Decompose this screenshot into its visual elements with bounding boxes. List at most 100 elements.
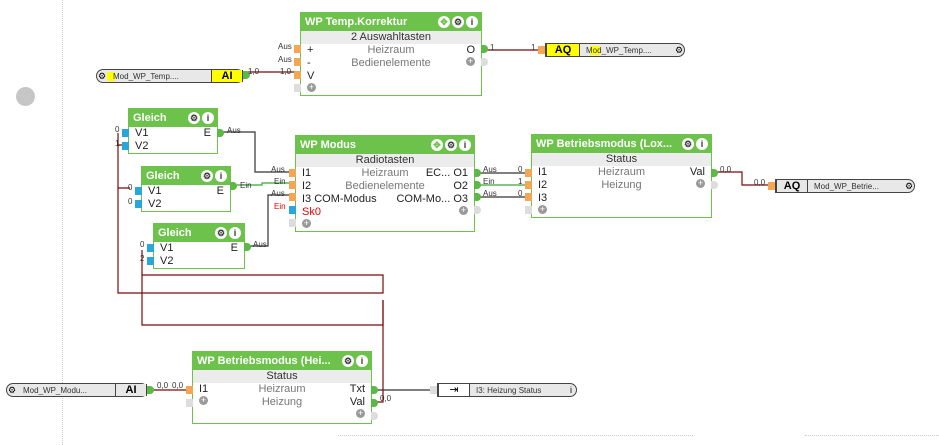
output-pin[interactable] [371,399,378,407]
gear-icon[interactable]: ⚙ [201,170,213,182]
output-pin[interactable] [147,386,154,394]
input-pin[interactable] [289,206,296,214]
output-pin[interactable] [481,45,488,53]
gear-icon[interactable]: ⚙ [445,139,457,151]
analog-output-betrie[interactable]: AQ Mod_WP_Betrie... ⚙ [775,179,915,193]
output-pin[interactable] [474,181,481,189]
input-pin[interactable] [135,187,142,195]
gear-icon[interactable]: ⚙ [682,138,694,150]
info-icon[interactable]: i [466,16,478,28]
input-pin[interactable] [289,169,296,177]
output-pin[interactable] [711,169,718,177]
input-label: Sk0 [302,206,321,218]
add-input-icon[interactable]: + [307,82,316,92]
input-pin[interactable] [525,193,532,201]
input-label: I2 [538,179,548,191]
input-pin[interactable] [186,399,193,407]
gear-icon[interactable]: ⚙ [188,112,200,124]
input-pin[interactable] [122,142,129,150]
input-label: V [307,70,315,82]
input-pin[interactable] [294,58,301,66]
gear-icon[interactable]: ⚙ [342,355,354,367]
block-type: Status [532,153,711,166]
signal-label: 0,0 [380,394,392,403]
input-pin[interactable] [430,386,437,394]
signal-label: Ein [483,177,495,186]
output-pin[interactable] [230,182,237,190]
input-pin[interactable] [538,46,545,54]
scroll-handle[interactable] [16,87,35,106]
output-pin[interactable] [474,206,481,214]
input-label: V2 [160,255,174,267]
input-pin[interactable] [135,200,142,208]
signal-label: 1 [518,177,523,186]
input-pin[interactable] [289,181,296,189]
input-pin[interactable] [147,257,154,265]
output-pin[interactable] [371,412,378,420]
add-input-icon[interactable]: + [302,218,311,228]
gear-icon[interactable]: ⚙ [7,384,17,395]
input-pin[interactable] [768,182,775,190]
input-pin[interactable] [525,206,532,214]
signal-label: Aus [278,55,292,64]
io-name: Mod_WP_Temp.... [580,45,674,55]
add-output-icon[interactable]: + [696,178,705,188]
info-icon[interactable]: i [570,385,572,395]
block-temp-korrektur[interactable]: WP Temp.Korrektur ✥⚙i 2 Auswahltasten +H… [300,12,482,96]
add-output-icon[interactable]: + [356,408,365,418]
output-pin[interactable] [474,193,481,201]
input-pin[interactable] [294,71,301,79]
input-pin[interactable] [289,193,296,201]
input-pin[interactable] [294,45,301,53]
output-pin[interactable] [217,129,224,137]
output-pin[interactable] [474,169,481,177]
status-output[interactable]: ⇥ I3: Heizung Status i [437,383,577,397]
add-input-icon[interactable]: + [199,395,208,405]
output-pin[interactable] [243,71,250,79]
output-pin[interactable] [371,386,378,394]
input-pin[interactable] [294,84,301,92]
info-icon[interactable]: i [459,139,471,151]
info-icon[interactable]: i [202,112,214,124]
analog-output-temp[interactable]: AQ Mod_WP_Temp.... ⚙ [545,43,685,57]
io-name: Mod_WP_Temp.... [107,71,211,81]
add-output-icon[interactable]: + [466,56,475,66]
output-pin[interactable] [481,58,488,66]
gear-icon[interactable]: ⚙ [215,227,227,239]
input-label: I1 [302,167,312,179]
info-icon[interactable]: i [229,227,241,239]
gear-icon[interactable]: ⚙ [904,180,914,191]
analog-input-modus[interactable]: ⚙ Mod_WP_Modu... AI [6,383,148,397]
input-pin[interactable] [147,244,154,252]
analog-input-temp[interactable]: ⚙ Mod_WP_Temp.... AI [96,69,244,83]
gear-icon[interactable]: ⚙ [452,16,464,28]
input-pin[interactable] [525,181,532,189]
add-input-icon[interactable]: + [538,204,547,214]
move-icon[interactable]: ✥ [438,16,450,28]
output-pin[interactable] [711,181,718,189]
input-pin[interactable] [186,386,193,394]
gear-icon[interactable]: ⚙ [674,44,684,55]
gear-icon[interactable]: ⚙ [97,70,107,81]
input-pin[interactable] [122,129,129,137]
room-label: Heizraum [597,166,646,178]
output-pin[interactable] [244,243,251,251]
signal-label: Ein [240,181,252,190]
input-pin[interactable] [289,219,296,227]
move-icon[interactable]: ✥ [431,139,443,151]
signal-label: 1 [490,43,495,52]
signal-label: 0 [140,240,145,249]
info-icon[interactable]: i [356,355,368,367]
input-pin[interactable] [525,169,532,177]
info-icon[interactable]: i [215,170,227,182]
info-icon[interactable]: i [696,138,708,150]
add-output-icon[interactable]: + [459,205,468,215]
